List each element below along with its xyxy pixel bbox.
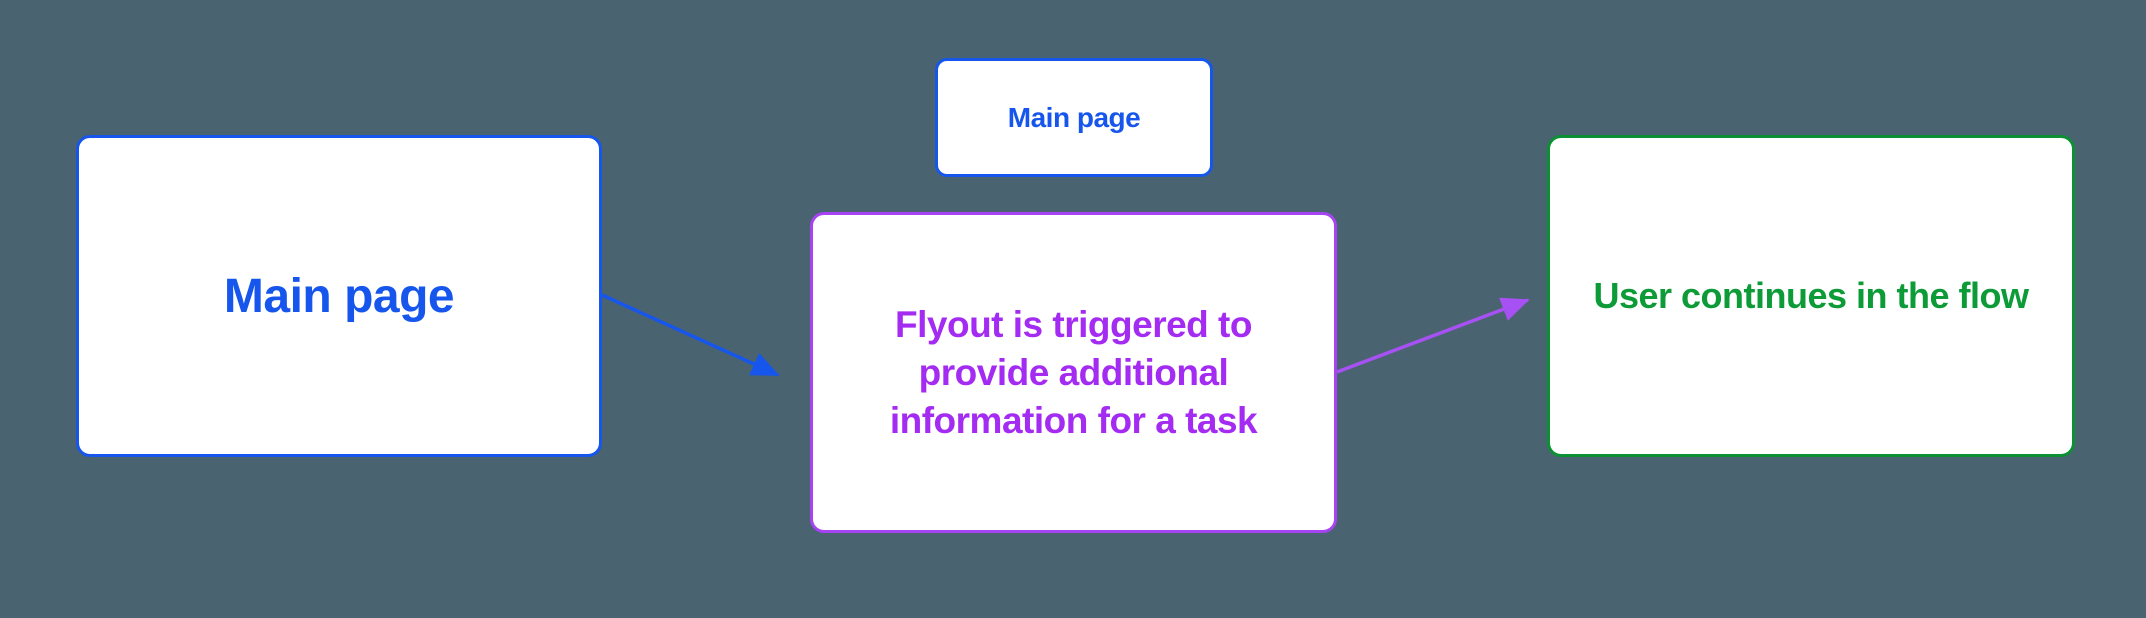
arrow-flyout-to-outcome [1336, 297, 1530, 374]
node-main-page-small-label: Main page [1007, 101, 1141, 133]
node-main-page-label: Main page [223, 269, 455, 323]
node-user-continues[interactable]: User continues in the flow [1547, 135, 2075, 457]
node-flyout-label-line-1: Flyout is triggered to [895, 303, 1252, 345]
node-flyout-label-line-3: information for a task [889, 399, 1258, 441]
node-flyout-label: Flyout is triggered to provide additiona… [889, 301, 1258, 445]
arrow-main-to-flyout [601, 293, 780, 377]
node-user-continues-label: User continues in the flow [1593, 275, 2029, 316]
node-main-page[interactable]: Main page [76, 135, 602, 457]
node-flyout[interactable]: Flyout is triggered to provide additiona… [810, 212, 1337, 533]
node-flyout-label-line-2: provide additional [918, 351, 1229, 393]
node-main-page-small[interactable]: Main page [935, 58, 1213, 177]
